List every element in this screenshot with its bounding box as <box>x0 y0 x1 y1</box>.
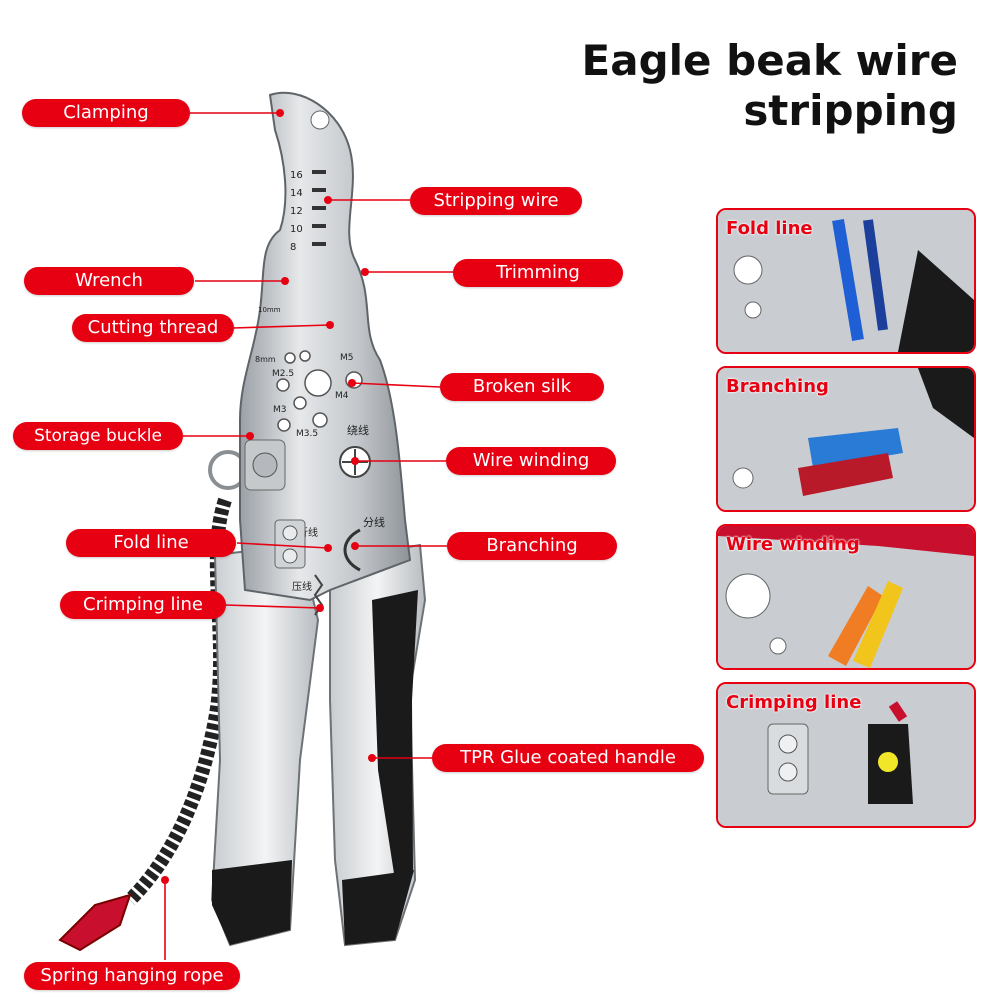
callout-trimming: Trimming <box>453 259 623 287</box>
rope-hook <box>58 893 132 952</box>
mark-8mm: 8mm <box>255 355 276 364</box>
spring-rope <box>125 497 232 905</box>
thumbnail-wire-winding: Wire winding <box>716 524 976 670</box>
callout-stripping-wire: Stripping wire <box>410 187 582 215</box>
scale-14: 14 <box>290 188 303 199</box>
thumbnail-label-branching: Branching <box>726 376 829 397</box>
thumbnail-label-fold-line: Fold line <box>726 218 813 239</box>
left-handle-black <box>212 860 292 945</box>
callout-cutting-thread: Cutting thread <box>72 314 234 342</box>
mark-crimp-cn: 压线 <box>292 580 312 593</box>
right-handle-black-tail <box>342 870 414 945</box>
scale-12: 12 <box>290 206 303 217</box>
title-line-1: Eagle beak wire <box>581 36 958 85</box>
callout-clamping: Clamping <box>22 99 190 127</box>
title-line-2: stripping <box>743 86 958 135</box>
thumbnail-branching: Branching <box>716 366 976 512</box>
callout-tpr-handle: TPR Glue coated handle <box>432 744 704 772</box>
mark-m35: M3.5 <box>296 429 318 439</box>
callout-broken-silk: Broken silk <box>440 373 604 401</box>
mark-m5: M5 <box>340 353 354 363</box>
callout-wrench: Wrench <box>24 267 194 295</box>
callout-branching: Branching <box>447 532 617 560</box>
thumbnail-fold-line: Fold line <box>716 208 976 354</box>
page-title: Eagle beak wire stripping <box>538 36 958 136</box>
scale-10: 10 <box>290 224 303 235</box>
scale-16: 16 <box>290 170 303 181</box>
mark-10mm: 10mm <box>258 306 281 314</box>
callout-crimping-line: Crimping line <box>60 591 226 619</box>
thumbnail-label-crimping-line: Crimping line <box>726 692 862 713</box>
mark-m3: M3 <box>273 405 287 415</box>
callout-wire-winding: Wire winding <box>446 447 616 475</box>
mark-winding-cn: 绕线 <box>347 423 369 437</box>
callout-storage-buckle: Storage buckle <box>13 422 183 450</box>
right-handle-black-grip <box>372 590 418 880</box>
scale-8: 8 <box>290 242 296 253</box>
mark-m4: M4 <box>335 391 349 401</box>
thumbnail-label-wire-winding: Wire winding <box>726 534 860 555</box>
thumbnail-crimping-line: Crimping line <box>716 682 976 828</box>
callout-spring-rope: Spring hanging rope <box>24 962 240 990</box>
mark-m25: M2.5 <box>272 369 294 379</box>
mark-branch-cn: 分线 <box>363 515 385 529</box>
callout-fold-line: Fold line <box>66 529 236 557</box>
